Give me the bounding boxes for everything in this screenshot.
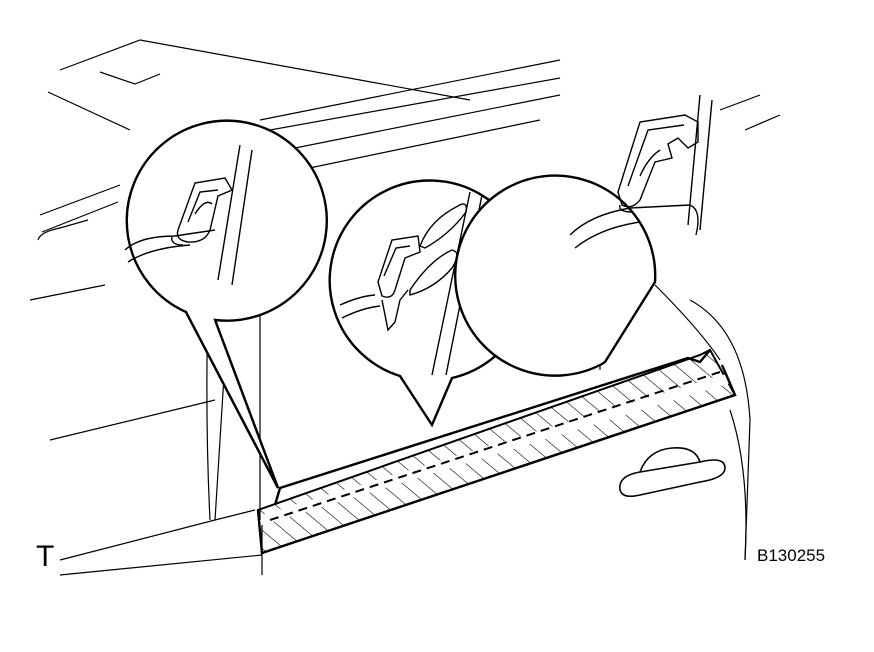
door-moulding-strip xyxy=(256,348,737,555)
vehicle-body-outline xyxy=(29,39,781,576)
view-letter-label: T xyxy=(36,540,55,573)
clip-callout-right xyxy=(454,94,713,377)
clip-position-dashed-line xyxy=(269,371,721,521)
figure-code-label: B130255 xyxy=(757,546,826,565)
clip-callout-left xyxy=(124,119,328,489)
door-handle xyxy=(619,446,726,498)
